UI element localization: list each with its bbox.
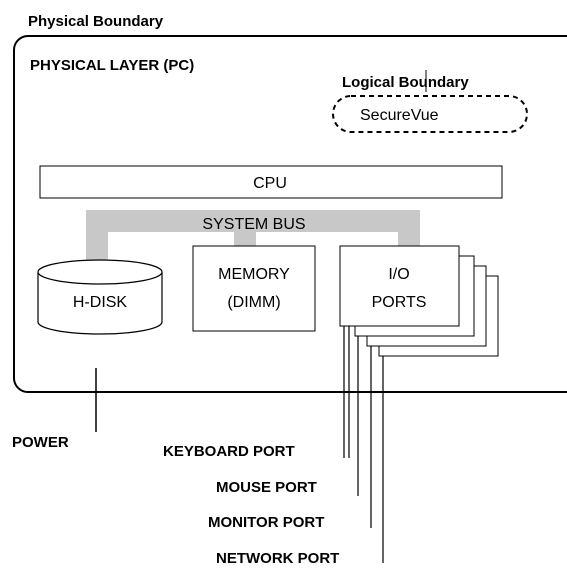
monitor-port-label: MONITOR PORT (208, 514, 324, 531)
securevue-logical-boundary (332, 95, 528, 133)
securevue-label: SecureVue (360, 107, 439, 124)
physical-layer-label: PHYSICAL LAYER (PC) (30, 57, 194, 74)
physical-boundary-box (13, 35, 567, 393)
logical-boundary-label: Logical Boundary (342, 74, 469, 91)
io-ports-stack (339, 245, 499, 357)
system-bus-label: SYSTEM BUS (202, 216, 305, 233)
network-port-label: NETWORK PORT (216, 550, 339, 567)
cpu-box (39, 165, 503, 199)
io-label-line2: PORTS (372, 294, 427, 311)
system-bus (86, 210, 420, 266)
io-ports-box (339, 245, 460, 327)
power-label: POWER (12, 434, 69, 451)
io-label-line1: I/O (388, 266, 409, 283)
physical-boundary-label: Physical Boundary (28, 13, 164, 30)
mouse-port-label: MOUSE PORT (216, 479, 317, 496)
hdisk-cylinder (37, 259, 163, 335)
cpu-label: CPU (253, 175, 287, 192)
keyboard-port-label: KEYBOARD PORT (163, 443, 295, 460)
port-lines (343, 326, 384, 563)
memory-label-line2: (DIMM) (227, 294, 280, 311)
hdisk-label: H-DISK (73, 294, 128, 311)
memory-label-line1: MEMORY (218, 266, 290, 283)
memory-box (192, 245, 316, 332)
